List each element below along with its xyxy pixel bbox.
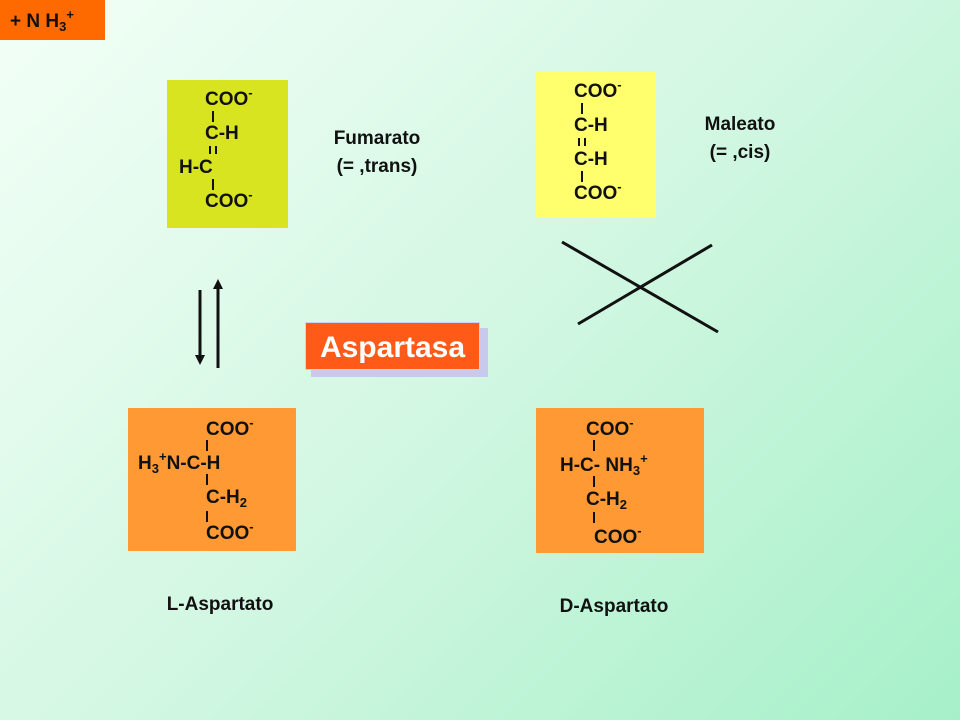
d-aspartato-coo-top: COO-: [586, 415, 634, 440]
fumarato-structure: COO- C-H H-C COO-: [167, 80, 288, 228]
fumarato-coo-top: COO-: [205, 85, 253, 110]
fumarato-hc-lower: H-C: [179, 157, 213, 178]
single-bond: [212, 111, 214, 122]
single-bond: [206, 511, 208, 522]
maleato-coo-bottom: COO-: [574, 179, 622, 204]
fumarato-ch-upper: C-H: [205, 123, 239, 144]
single-bond: [593, 476, 595, 487]
maleato-ch-lower: C-H: [574, 149, 608, 170]
double-bond: [209, 146, 217, 154]
no-reaction-cross-line-2: [577, 243, 713, 326]
fumarato-coo-bottom: COO-: [205, 187, 253, 212]
d-aspartato-alpha-carbon: H-C- NH3+: [560, 451, 648, 478]
ammonium-label: + N H3+: [10, 7, 74, 34]
single-bond: [581, 171, 583, 182]
single-bond: [212, 179, 214, 190]
maleato-coo-top: COO-: [574, 77, 622, 102]
l-aspartato-structure: COO- H3+N-C-H C-H2 COO-: [128, 408, 296, 551]
maleato-label: Maleato (= ,cis): [704, 114, 776, 163]
l-aspartato-alpha-carbon: H3+N-C-H: [138, 449, 221, 476]
single-bond: [593, 512, 595, 523]
maleato-structure: COO- C-H C-H COO-: [536, 72, 656, 218]
d-aspartato-label: D-Aspartato: [559, 596, 669, 617]
d-aspartato-coo-bottom: COO-: [594, 523, 642, 548]
single-bond: [593, 440, 595, 451]
d-aspartato-structure: COO- H-C- NH3+ C-H2 COO-: [536, 408, 704, 553]
single-bond: [206, 440, 208, 451]
d-aspartato-ch2: C-H2: [586, 489, 628, 512]
l-aspartato-label: L-Aspartato: [166, 594, 274, 615]
maleato-ch-upper: C-H: [574, 115, 608, 136]
single-bond: [206, 474, 208, 485]
l-aspartato-coo-bottom: COO-: [206, 519, 254, 544]
ammonium-box: + N H3+: [0, 0, 105, 40]
l-aspartato-coo-top: COO-: [206, 415, 254, 440]
l-aspartato-ch2: C-H2: [206, 487, 248, 510]
enzyme-label: Aspartasa: [319, 331, 466, 364]
single-bond: [581, 103, 583, 114]
fumarato-label: Fumarato (= ,trans): [333, 128, 421, 177]
double-bond: [578, 138, 586, 146]
enzyme-box: Aspartasa: [305, 322, 480, 370]
